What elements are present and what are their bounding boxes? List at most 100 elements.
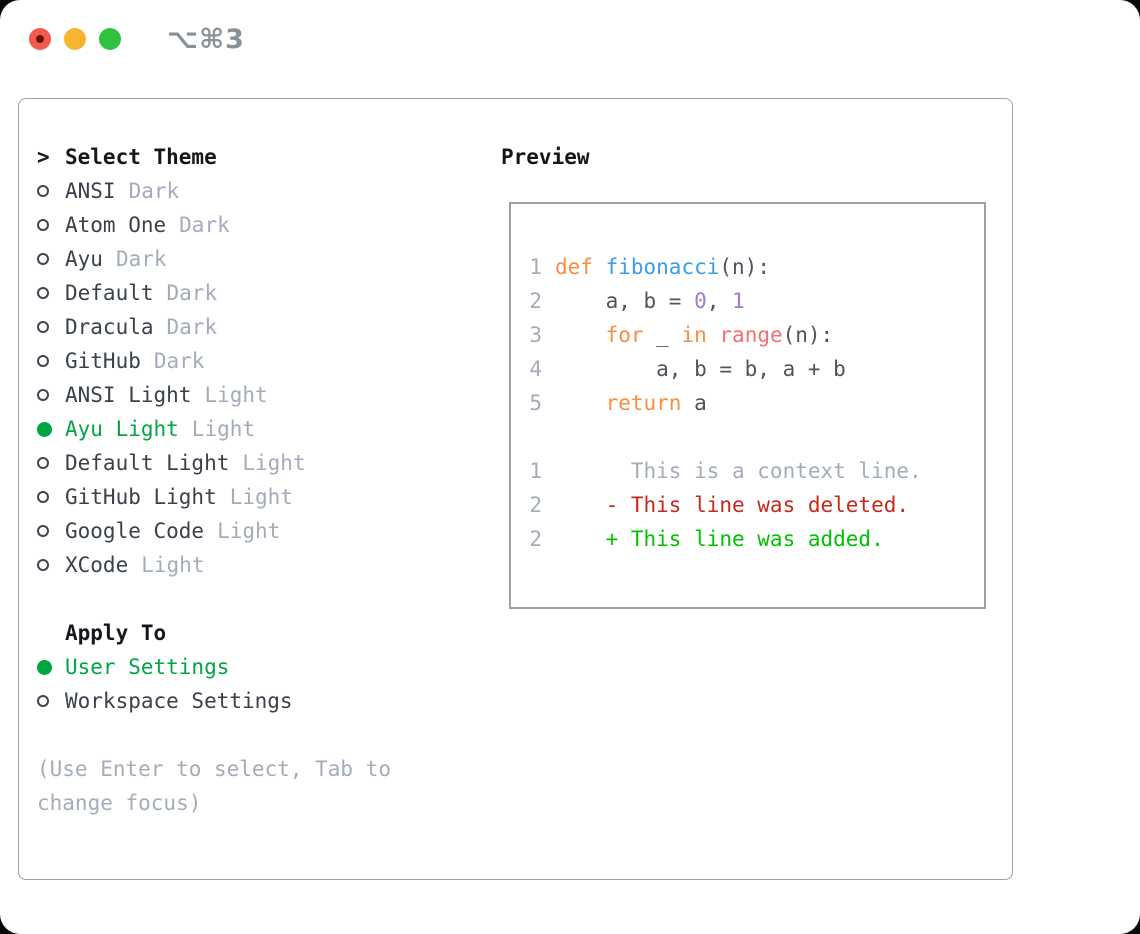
code-content: a, b = 0, 1 <box>555 289 745 313</box>
apply-label: User Settings <box>65 655 230 679</box>
code-token: (n): <box>719 255 770 279</box>
select-theme-header-row: > Select Theme <box>37 140 391 174</box>
radio-icon <box>37 185 49 197</box>
radio-column <box>37 253 65 265</box>
theme-variant: Dark <box>115 247 167 271</box>
code-token <box>707 323 720 347</box>
theme-name: Atom One <box>65 213 167 237</box>
code-token: 0 <box>694 289 707 313</box>
preview-header-row: Preview <box>501 140 590 174</box>
line-number: 2 <box>529 527 542 551</box>
footer-hint-line2: change focus) <box>37 791 202 815</box>
theme-option[interactable]: Default Dark <box>37 276 391 310</box>
radio-icon <box>37 321 49 333</box>
code-token <box>555 323 606 347</box>
theme-name: Default Light <box>65 451 230 475</box>
line-number: 4 <box>529 357 542 381</box>
radio-icon <box>37 695 49 707</box>
code-token: + This line was added. <box>555 527 884 551</box>
radio-column <box>37 389 65 401</box>
radio-selected-icon <box>37 421 52 437</box>
window-shortcut: ⌥⌘3 <box>167 24 245 55</box>
theme-option[interactable]: Atom One Dark <box>37 208 391 242</box>
radio-column <box>37 525 65 537</box>
radio-icon <box>37 389 49 401</box>
theme-variant: Dark <box>179 213 230 237</box>
radio-icon <box>37 559 49 571</box>
close-button[interactable] <box>29 28 51 50</box>
minimize-button[interactable] <box>64 28 86 50</box>
radio-column <box>37 321 65 333</box>
radio-column <box>37 695 65 707</box>
radio-icon <box>37 457 49 469</box>
theme-name: Ayu <box>65 247 103 271</box>
code-token: fibonacci <box>605 255 720 279</box>
theme-option[interactable]: Google Code Light <box>37 514 391 548</box>
apply-option[interactable]: User Settings <box>37 650 391 684</box>
preview-header: Preview <box>501 145 590 169</box>
code-token: a, b = <box>555 289 695 313</box>
radio-selected-icon <box>37 659 52 675</box>
code-token: (n): <box>782 323 834 347</box>
prompt-icon: > <box>37 145 50 169</box>
code-token: return <box>605 391 682 415</box>
line-number: 2 <box>529 289 542 313</box>
theme-name: Google Code <box>65 519 205 543</box>
footer-hint-line1: (Use Enter to select, Tab to <box>37 757 392 781</box>
code-token: range <box>719 323 783 347</box>
theme-variant: Dark <box>166 281 218 305</box>
theme-variant: Light <box>191 417 256 441</box>
code-line: 4 a, b = b, a + b <box>529 352 984 386</box>
theme-variant: Light <box>229 485 293 509</box>
theme-option[interactable]: GitHub Light Light <box>37 480 391 514</box>
code-line: 2 + This line was added. <box>529 522 984 556</box>
theme-variant: Light <box>217 519 281 543</box>
theme-variant: Light <box>242 451 306 475</box>
radio-column <box>37 659 65 675</box>
titlebar: ⌥⌘3 <box>0 0 1140 78</box>
code-token: a <box>681 391 707 415</box>
apply-to-header-row: Apply To <box>37 616 391 650</box>
zoom-button[interactable] <box>99 28 121 50</box>
line-number: 1 <box>529 459 542 483</box>
theme-name: ANSI Light <box>65 383 192 407</box>
code-content: a, b = b, a + b <box>555 357 846 381</box>
spacer <box>37 582 391 616</box>
theme-name: ANSI <box>65 179 116 203</box>
code-line <box>529 420 984 454</box>
code-content: return a <box>555 391 707 415</box>
theme-variant: Light <box>141 553 205 577</box>
theme-name: GitHub <box>65 349 141 373</box>
radio-column <box>37 421 65 437</box>
theme-name: GitHub Light <box>65 485 217 509</box>
radio-icon <box>37 287 49 299</box>
code-line: 1 def fibonacci(n): <box>529 250 984 284</box>
code-token: , <box>706 289 733 313</box>
line-number: 5 <box>529 391 542 415</box>
apply-option[interactable]: Workspace Settings <box>37 684 391 718</box>
radio-column <box>37 287 65 299</box>
theme-name: Dracula <box>65 315 154 339</box>
code-content: def fibonacci(n): <box>555 255 770 279</box>
theme-name: Default <box>65 281 154 305</box>
theme-option[interactable]: Default Light Light <box>37 446 391 480</box>
code-token <box>593 255 606 279</box>
theme-option[interactable]: Ayu Dark <box>37 242 391 276</box>
code-content: + This line was added. <box>555 527 884 551</box>
select-theme-header: Select Theme <box>65 145 217 169</box>
radio-icon <box>37 219 49 231</box>
line-number: 1 <box>529 255 542 279</box>
